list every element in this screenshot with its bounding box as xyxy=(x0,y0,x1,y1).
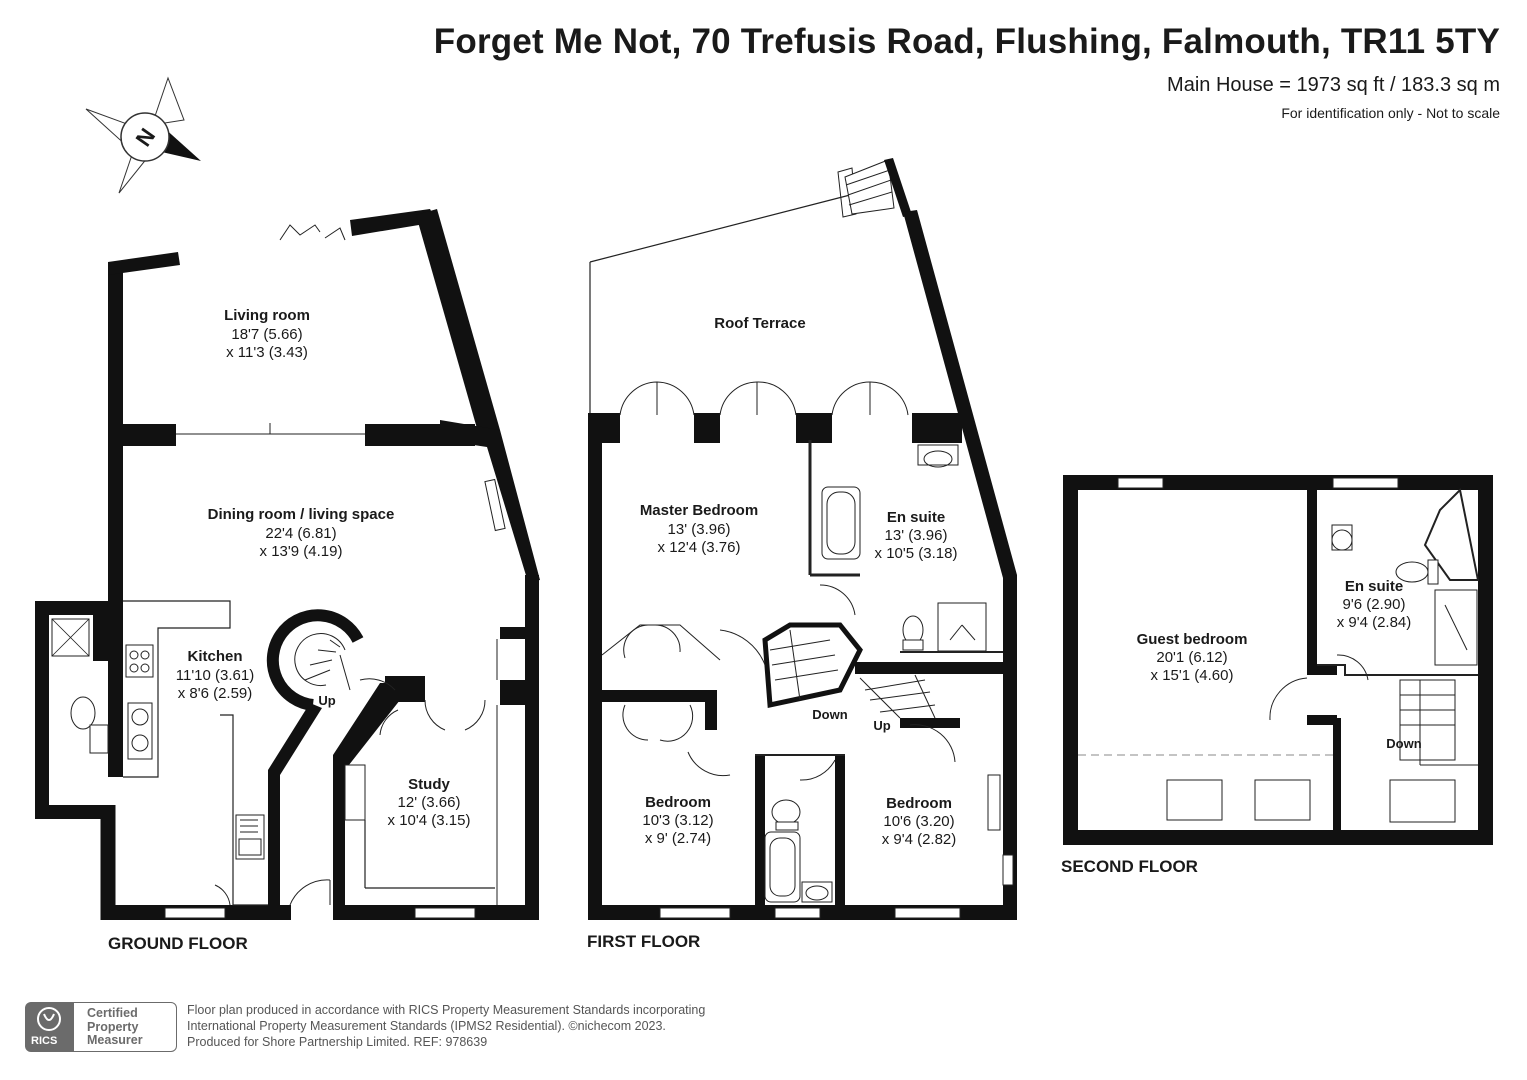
rics-logo: RICS xyxy=(25,1002,73,1052)
en-suite-second-label: En suite xyxy=(1345,578,1403,595)
bedroom-right-label: Bedroom xyxy=(886,795,952,812)
stairs-up-label-ground: Up xyxy=(318,693,335,708)
guest-bedroom-dim2: x 15'1 (4.60) xyxy=(1151,667,1234,684)
living-room-label: Living room xyxy=(224,307,310,324)
footer-credits: Floor plan produced in accordance with R… xyxy=(187,1002,705,1050)
second-floor-plan xyxy=(1063,475,1493,845)
study-label: Study xyxy=(408,776,450,793)
master-bedroom-dim2: x 12'4 (3.76) xyxy=(658,539,741,556)
dining-room-dim2: x 13'9 (4.19) xyxy=(260,543,343,560)
stairs-down-label-second: Down xyxy=(1386,736,1421,751)
bedroom-right-dim1: 10'6 (3.20) xyxy=(883,813,954,830)
stairs-up-label-first: Up xyxy=(873,718,890,733)
dining-room-label: Dining room / living space xyxy=(208,506,395,523)
living-room-dim1: 18'7 (5.66) xyxy=(231,326,302,343)
living-room-dim2: x 11'3 (3.43) xyxy=(226,344,308,361)
rics-emblem-icon xyxy=(37,1007,61,1031)
compass-icon: N xyxy=(85,76,201,194)
bedroom-left-dim2: x 9' (2.74) xyxy=(645,830,711,847)
en-suite-second-dim1: 9'6 (2.90) xyxy=(1343,596,1406,613)
kitchen-label: Kitchen xyxy=(187,648,242,665)
footer-line-2: International Property Measurement Stand… xyxy=(187,1019,666,1033)
bedroom-right-dim2: x 9'4 (2.82) xyxy=(882,831,957,848)
footer-line-3: Produced for Shore Partnership Limited. … xyxy=(187,1035,488,1049)
certified-property-measurer-text: Certified Property Measurer xyxy=(87,1006,143,1047)
property-address: Forget Me Not, 70 Trefusis Road, Flushin… xyxy=(433,22,1500,61)
guest-bedroom-label: Guest bedroom xyxy=(1137,631,1248,648)
en-suite-first-dim1: 13' (3.96) xyxy=(885,527,948,544)
en-suite-second-dim2: x 9'4 (2.84) xyxy=(1337,614,1412,631)
kitchen-dim2: x 8'6 (2.59) xyxy=(178,685,253,702)
stairs-down-label-first: Down xyxy=(812,707,847,722)
second-floor-title: SECOND FLOOR xyxy=(1061,857,1198,876)
certified-box xyxy=(73,1002,177,1052)
rics-logo-text: RICS xyxy=(31,1035,58,1047)
floor-area: Main House = 1973 sq ft / 183.3 sq m xyxy=(1167,74,1500,96)
en-suite-first-label: En suite xyxy=(887,509,945,526)
kitchen-dim1: 11'10 (3.61) xyxy=(176,667,254,684)
ground-floor-plan xyxy=(35,209,540,920)
first-floor-plan xyxy=(588,158,1017,920)
master-bedroom-dim1: 13' (3.96) xyxy=(668,521,731,538)
disclaimer-note: For identification only - Not to scale xyxy=(1281,105,1500,121)
study-dim2: x 10'4 (3.15) xyxy=(388,812,471,829)
ground-floor-title: GROUND FLOOR xyxy=(108,934,248,953)
footer-line-1: Floor plan produced in accordance with R… xyxy=(187,1003,706,1017)
first-floor-title: FIRST FLOOR xyxy=(587,932,700,951)
guest-bedroom-dim1: 20'1 (6.12) xyxy=(1156,649,1227,666)
dining-room-dim1: 22'4 (6.81) xyxy=(265,525,336,542)
rics-badge: RICS Certified Property Measurer xyxy=(25,1002,177,1052)
bedroom-left-label: Bedroom xyxy=(645,794,711,811)
study-dim1: 12' (3.66) xyxy=(398,794,461,811)
roof-terrace-label: Roof Terrace xyxy=(714,315,805,332)
en-suite-first-dim2: x 10'5 (3.18) xyxy=(875,545,958,562)
master-bedroom-label: Master Bedroom xyxy=(640,502,758,519)
bedroom-left-dim1: 10'3 (3.12) xyxy=(642,812,713,829)
